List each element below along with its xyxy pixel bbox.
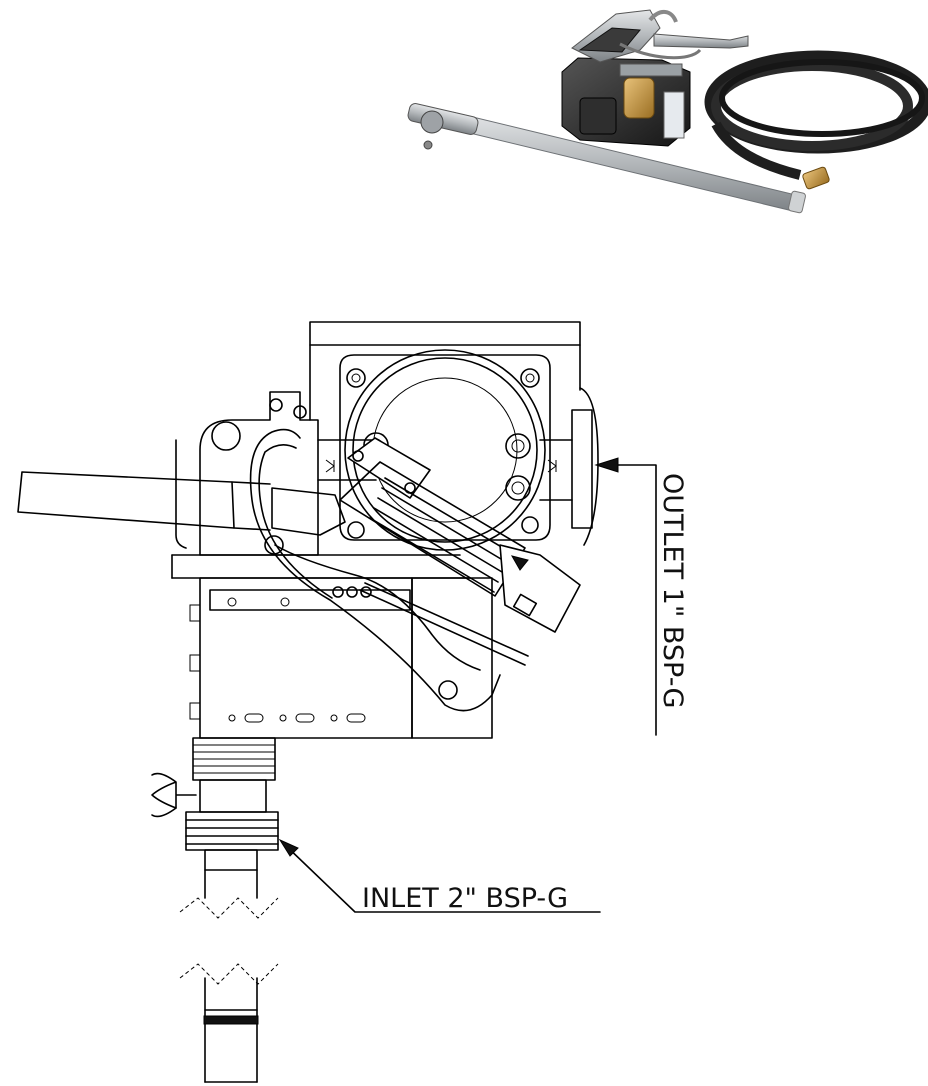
pump-body — [561, 57, 691, 147]
suction-tube — [407, 103, 806, 214]
motor-cover — [309, 321, 581, 551]
lower-body — [189, 577, 493, 739]
nozzle — [571, 9, 749, 63]
inlet-callout — [278, 838, 601, 913]
inlet-label: INLET 2" BSP-G — [362, 883, 568, 914]
suction-tube-section — [179, 963, 279, 1083]
inlet-thread — [185, 819, 279, 845]
product-photo — [407, 9, 928, 214]
inlet-adapter — [151, 737, 279, 919]
hose-coil — [704, 50, 928, 190]
delivery-tube — [17, 439, 271, 549]
nozzle-handle — [249, 428, 529, 712]
outlet-label: OUTLET 1" BSP-G — [657, 473, 688, 708]
nozzle-body — [271, 437, 581, 633]
outlet-callout — [594, 457, 657, 736]
pump-drawing — [17, 321, 657, 1083]
